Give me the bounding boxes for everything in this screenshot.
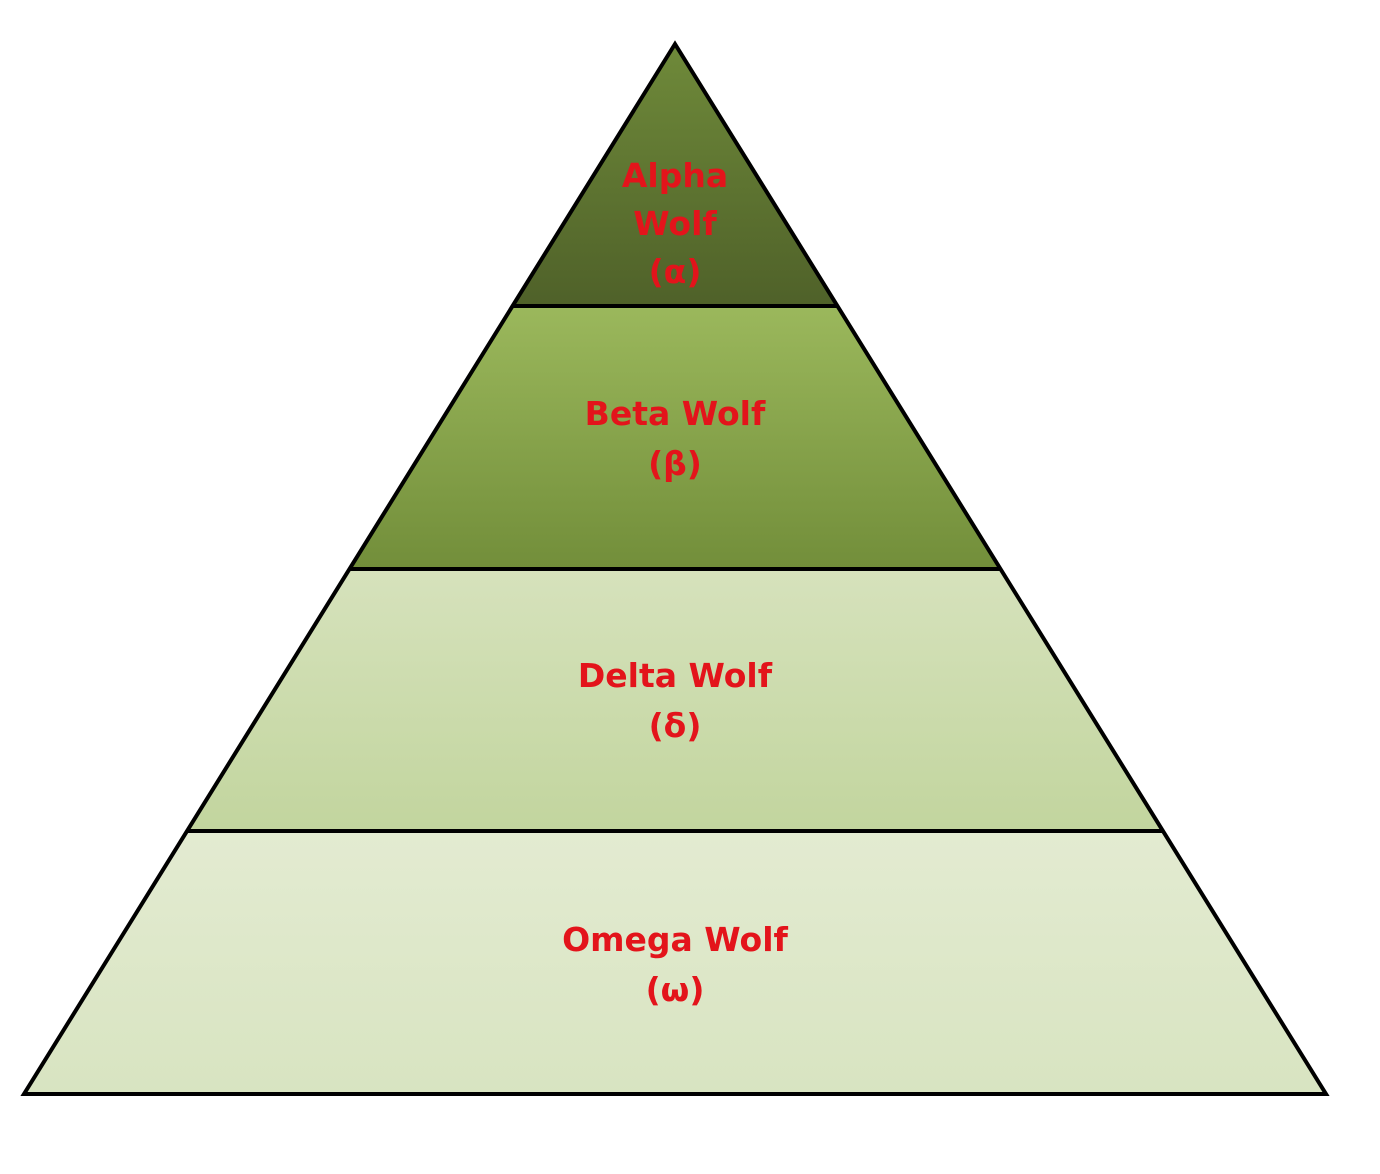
tier-delta-wolf bbox=[187, 569, 1163, 831]
tier-alpha-wolf bbox=[512, 44, 838, 306]
omega-label-line-2: (ω) bbox=[646, 970, 705, 1009]
tier-omega-wolf bbox=[24, 831, 1326, 1094]
pyramid-outline bbox=[20, 40, 1330, 1096]
alpha-label-line-3: (α) bbox=[649, 252, 702, 291]
alpha-label-line-1: Alpha bbox=[622, 156, 728, 195]
omega-label-line-1: Omega Wolf bbox=[562, 920, 788, 959]
alpha-label-line-2: Wolf bbox=[633, 204, 717, 243]
delta-label-line-1: Delta Wolf bbox=[578, 656, 773, 695]
tier-beta-wolf bbox=[349, 306, 1001, 569]
delta-label-line-2: (δ) bbox=[649, 706, 702, 745]
beta-label-line-1: Beta Wolf bbox=[585, 394, 766, 433]
beta-label-line-2: (β) bbox=[648, 444, 702, 483]
